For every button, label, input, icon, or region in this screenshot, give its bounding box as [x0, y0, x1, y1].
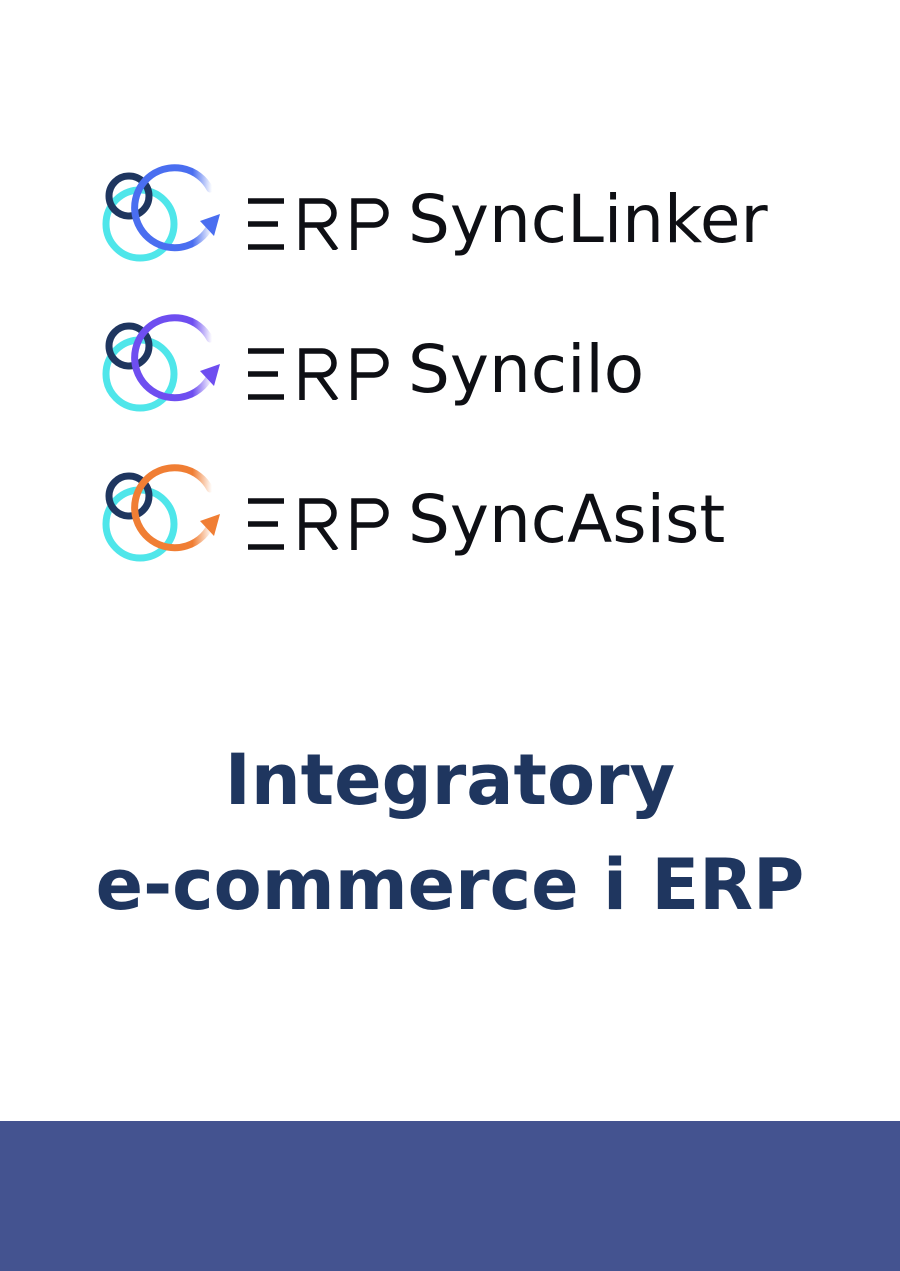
footer-band [0, 1121, 900, 1271]
product-name: SyncAsist [408, 481, 726, 558]
erp-wordmark [248, 498, 389, 550]
logo-syncasist: SyncAsist [100, 464, 860, 574]
product-name: SyncLinker [408, 181, 768, 258]
headline-line-1: Integratory [224, 739, 676, 821]
logo-syncilo: Syncilo [100, 314, 860, 424]
sync-rings-orange-icon [102, 464, 220, 562]
erp-wordmark [248, 348, 389, 400]
erp-wordmark [248, 198, 389, 250]
sync-rings-purple-icon [102, 314, 220, 412]
sync-rings-blue-icon [102, 164, 220, 262]
headline: Integratory e-commerce i ERP [0, 728, 900, 938]
logo-synclinker: SyncLinker [100, 164, 860, 274]
headline-line-2: e-commerce i ERP [95, 844, 805, 926]
product-name: Syncilo [408, 331, 645, 408]
